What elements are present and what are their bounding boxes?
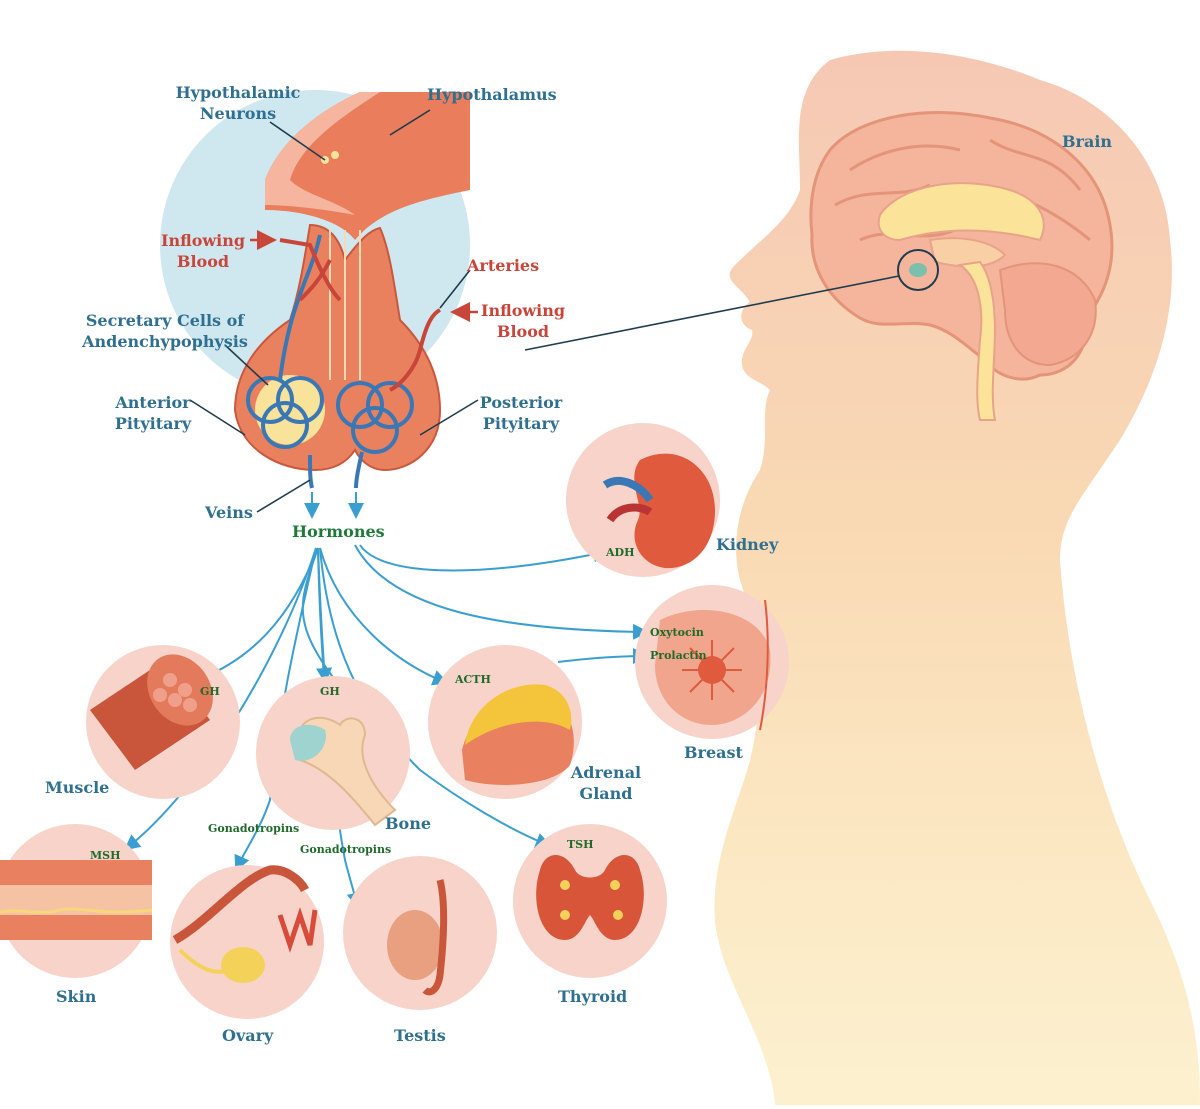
label-skin: Skin bbox=[56, 987, 97, 1006]
label-veins: Veins bbox=[205, 503, 253, 522]
hormone-gonadotropins-testis: Gonadotropins bbox=[300, 843, 392, 856]
brain-illustration bbox=[809, 111, 1114, 421]
hormone-adh: ADH bbox=[606, 546, 635, 559]
label-testis: Testis bbox=[394, 1026, 446, 1045]
hormone-msh: MSH bbox=[90, 849, 121, 862]
kidney-organ bbox=[566, 423, 720, 577]
hormone-gonadotropins-ovary: Gonadotropins bbox=[208, 822, 300, 835]
hormone-gh-bone: GH bbox=[320, 685, 340, 698]
bone-organ bbox=[256, 676, 410, 830]
skin-organ bbox=[0, 824, 153, 978]
hormone-outflow-arrows bbox=[304, 492, 364, 519]
label-muscle: Muscle bbox=[45, 778, 110, 797]
adrenal-organ bbox=[428, 645, 582, 799]
hormone-gh-muscle: GH bbox=[200, 685, 220, 698]
thyroid-organ bbox=[513, 824, 667, 978]
label-hormones: Hormones bbox=[292, 522, 385, 541]
hormone-tsh: TSH bbox=[567, 838, 594, 851]
label-ovary: Ovary bbox=[222, 1026, 274, 1045]
label-kidney: Kidney bbox=[716, 535, 779, 554]
testis-organ bbox=[343, 856, 497, 1010]
label-brain: Brain bbox=[1062, 132, 1113, 151]
muscle-organ bbox=[86, 645, 240, 799]
label-bone: Bone bbox=[385, 814, 432, 833]
label-breast: Breast bbox=[684, 743, 743, 762]
hormone-acth: ACTH bbox=[455, 673, 491, 686]
label-thyroid: Thyroid bbox=[558, 987, 628, 1006]
breast-organ bbox=[635, 585, 789, 739]
pointer-lines bbox=[189, 109, 479, 513]
label-arteries: Arteries bbox=[467, 256, 540, 275]
hormone-oxytocin: Oxytocin bbox=[650, 626, 704, 639]
label-hypothalamus: Hypothalamus bbox=[427, 85, 557, 104]
zoom-leader-line bbox=[524, 275, 900, 351]
pituitary-closeup bbox=[160, 90, 470, 489]
inflow-arrows bbox=[250, 230, 478, 322]
hormone-prolactin: Prolactin bbox=[650, 649, 707, 662]
ovary-organ bbox=[170, 865, 324, 1019]
